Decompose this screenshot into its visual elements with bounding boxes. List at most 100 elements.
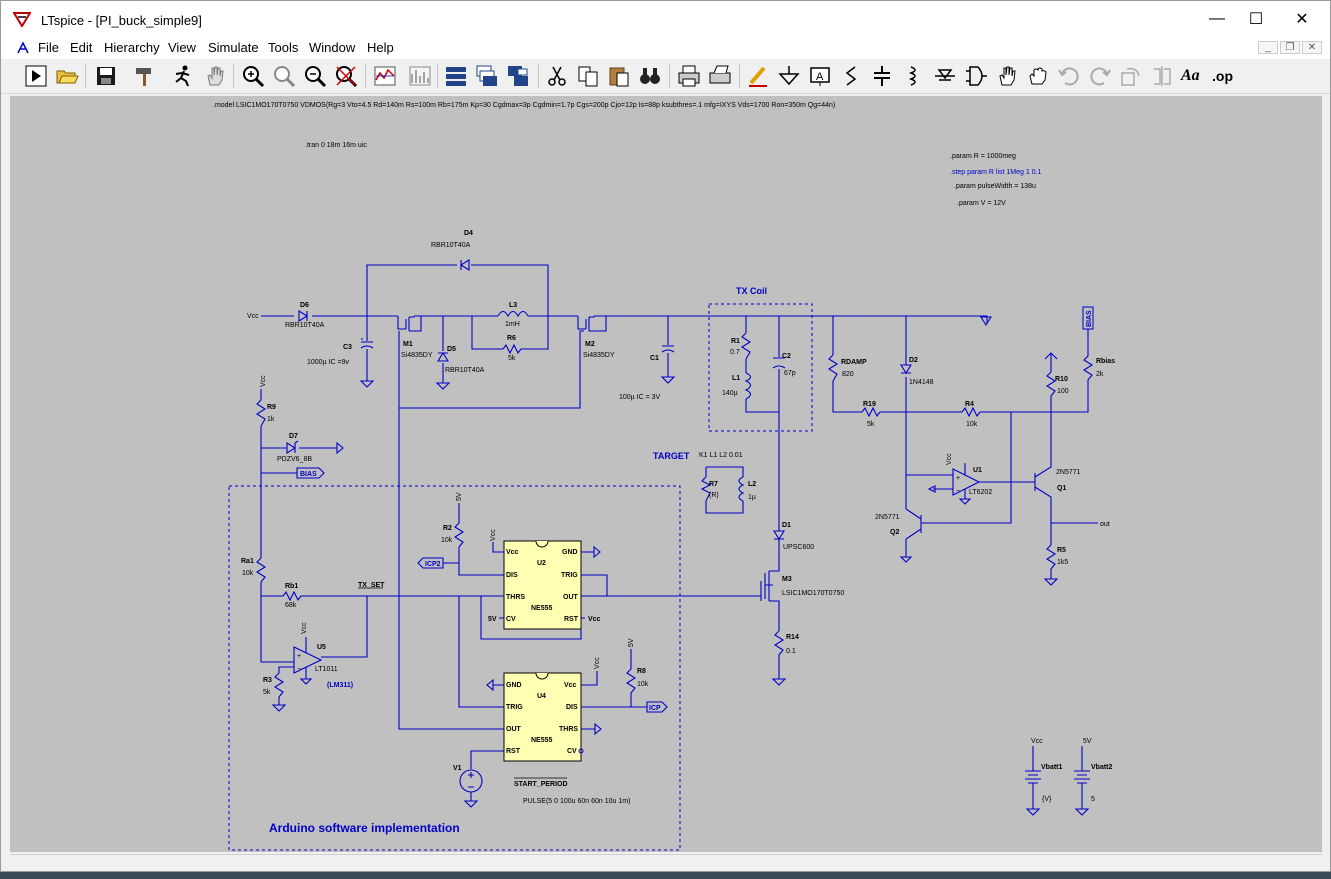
l1-symbol[interactable] [744, 372, 752, 400]
inductor-icon[interactable] [901, 64, 925, 88]
m2-symbol[interactable] [577, 316, 607, 332]
schematic-canvas[interactable]: .model LSIC1MO170T0750 VDMOS(Rg=3 Vto=4.… [10, 96, 1322, 852]
r1-symbol[interactable] [740, 332, 752, 360]
hand-icon[interactable] [203, 64, 227, 88]
r19-symbol[interactable] [861, 406, 881, 418]
d7-symbol[interactable] [286, 440, 299, 454]
tile-horizontal-icon[interactable] [444, 64, 468, 88]
r9-symbol[interactable] [255, 399, 267, 427]
q1-symbol[interactable] [1034, 412, 1052, 545]
d5-symbol[interactable] [437, 351, 449, 362]
l2-symbol[interactable] [738, 476, 745, 502]
r3-symbol[interactable] [273, 672, 285, 705]
drag-icon[interactable] [1026, 64, 1050, 88]
tile-vertical-icon[interactable] [506, 64, 530, 88]
redo-icon[interactable] [1088, 64, 1112, 88]
d1-symbol[interactable] [773, 530, 785, 541]
pulse-value[interactable]: PULSE(5 0 100u 60n 60n 10u 1m) [523, 798, 630, 805]
text-icon[interactable]: Aa [1181, 67, 1200, 84]
maximize-button[interactable]: ☐ [1248, 11, 1264, 28]
mdi-restore-button[interactable]: ❐ [1280, 41, 1300, 54]
component-icon[interactable] [964, 64, 988, 88]
rotate-icon[interactable] [1119, 64, 1143, 88]
zoom-pan-icon[interactable] [272, 64, 296, 88]
menu-file[interactable]: File [38, 40, 59, 55]
diode-icon[interactable] [933, 64, 957, 88]
u2-ic[interactable] [503, 540, 582, 630]
menu-simulate[interactable]: Simulate [208, 40, 259, 55]
halt-icon[interactable] [171, 64, 195, 88]
spice-directive-icon[interactable]: .op [1212, 68, 1233, 84]
vbatt2-symbol[interactable] [1074, 746, 1090, 816]
print-icon[interactable] [677, 64, 701, 88]
find-icon[interactable] [638, 64, 662, 88]
hammer-icon[interactable] [133, 64, 157, 88]
move-icon[interactable] [995, 64, 1019, 88]
r4-symbol[interactable] [961, 406, 981, 418]
tran-directive[interactable]: .tran 0 18m 16m uic [305, 142, 367, 149]
u1-symbol[interactable] [952, 468, 981, 496]
cut-icon[interactable] [545, 64, 569, 88]
schematic-drawing[interactable]: .model LSIC1MO170T0750 VDMOS(Rg=3 Vto=4.… [10, 96, 1322, 852]
print-setup-icon[interactable] [708, 64, 732, 88]
m3-symbol[interactable] [760, 571, 773, 601]
close-button[interactable]: ✕ [1295, 11, 1309, 28]
copy-icon[interactable] [576, 64, 600, 88]
r8-symbol[interactable] [625, 649, 637, 707]
param-r-directive[interactable]: .param R = 1000meg [950, 153, 1016, 160]
step-directive[interactable]: .step param R list 1Meg 1 0.1 [950, 169, 1042, 176]
horizontal-scrollbar[interactable] [10, 854, 1322, 871]
menu-help[interactable]: Help [367, 40, 394, 55]
draw-wire-icon[interactable] [746, 64, 770, 88]
fft-icon[interactable] [408, 64, 432, 88]
resistor-icon[interactable] [839, 64, 863, 88]
rdamp-symbol[interactable] [827, 354, 839, 382]
menu-window[interactable]: Window [309, 40, 356, 55]
mdi-minimize-button[interactable]: _ [1258, 41, 1278, 54]
r6-symbol[interactable] [502, 343, 522, 355]
open-icon[interactable] [55, 64, 79, 88]
ground-icon[interactable] [777, 64, 801, 88]
ra1-symbol[interactable] [255, 557, 267, 583]
paste-icon[interactable] [607, 64, 631, 88]
capacitor-icon[interactable] [870, 64, 894, 88]
coupling-directive[interactable]: K1 L1 L2 0.01 [699, 452, 743, 459]
waveform-icon[interactable] [373, 64, 397, 88]
d4-symbol[interactable] [459, 259, 470, 271]
param-v-directive[interactable]: .param V = 12V [957, 200, 1006, 207]
c3-symbol[interactable] [360, 338, 374, 349]
cascade-icon[interactable] [475, 64, 499, 88]
c1-symbol[interactable] [661, 345, 675, 353]
zoom-in-icon[interactable] [241, 64, 265, 88]
r7-symbol[interactable] [700, 476, 712, 502]
vbatt1-symbol[interactable] [1025, 746, 1041, 816]
mirror-icon[interactable] [1150, 64, 1174, 88]
zoom-fit-icon[interactable] [334, 64, 358, 88]
menu-tools[interactable]: Tools [268, 40, 299, 55]
c2-symbol[interactable] [772, 357, 786, 369]
r2-symbol[interactable] [453, 503, 465, 549]
d6-symbol[interactable] [298, 310, 309, 322]
label-net-icon[interactable]: A [808, 64, 832, 88]
minimize-button[interactable]: — [1209, 10, 1225, 27]
schematic-doc-icon[interactable] [15, 40, 31, 56]
r14-symbol[interactable] [773, 630, 785, 679]
l3-symbol[interactable] [497, 310, 529, 318]
menu-edit[interactable]: Edit [70, 40, 93, 55]
menu-hierarchy[interactable]: Hierarchy [104, 40, 160, 55]
r5-symbol[interactable] [1045, 544, 1057, 579]
undo-icon[interactable] [1057, 64, 1081, 88]
u5-symbol[interactable] [293, 646, 323, 674]
save-icon[interactable] [94, 64, 118, 88]
zoom-out-icon[interactable] [303, 64, 327, 88]
param-pw-directive[interactable]: .param pulseWidth = 138u [954, 183, 1036, 190]
m1-symbol[interactable] [397, 316, 422, 332]
u4-ic[interactable] [503, 672, 582, 762]
model-directive[interactable]: .model LSIC1MO170T0750 VDMOS(Rg=3 Vto=4.… [213, 102, 835, 109]
r10-symbol[interactable] [1045, 371, 1057, 412]
menu-view[interactable]: View [168, 40, 196, 55]
mdi-close-button[interactable]: ✕ [1302, 41, 1322, 54]
rbias-symbol[interactable] [1051, 328, 1094, 413]
d2-symbol[interactable] [900, 364, 912, 375]
run-icon[interactable] [24, 64, 48, 88]
